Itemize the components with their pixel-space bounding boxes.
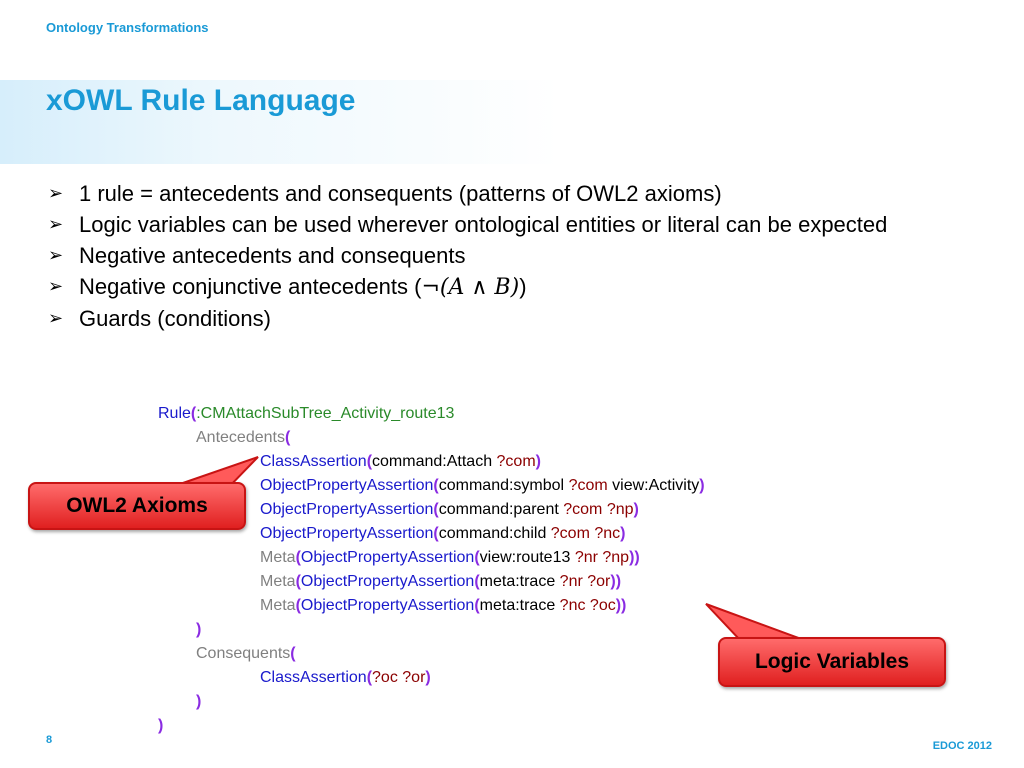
code-paren: ( (433, 477, 439, 494)
code-paren: ) (535, 453, 541, 470)
code-line-rule: Rule(:CMAttachSubTree_Activity_route13 (158, 402, 705, 426)
code-arg: meta:trace (479, 597, 560, 614)
code-line-close: ) (158, 618, 705, 642)
code-variable: ?nr ?or (559, 573, 611, 590)
code-line-axiom: ObjectPropertyAssertion(command:child ?c… (158, 522, 705, 546)
bullet-item: ➢ Logic variables can be used wherever o… (48, 209, 948, 240)
code-arg: view:Activity (607, 477, 700, 494)
title-band (0, 80, 560, 164)
code-keyword: Rule (158, 405, 191, 422)
callout-logic-variables: Logic Variables (718, 637, 946, 687)
code-paren: ( (366, 453, 373, 470)
header-section: Ontology Transformations (46, 20, 209, 35)
code-keyword: ClassAssertion (260, 453, 367, 470)
code-keyword: ObjectPropertyAssertion (300, 597, 475, 614)
bullet-text: Negative conjunctive antecedents ( (79, 274, 422, 299)
code-line-axiom: ObjectPropertyAssertion(command:symbol ?… (158, 474, 705, 498)
code-paren: ( (433, 501, 439, 518)
code-paren: ( (295, 573, 301, 590)
code-paren: ( (295, 549, 301, 566)
code-keyword: Meta (260, 549, 296, 566)
arrowhead-bullet-icon: ➢ (48, 214, 64, 234)
bullet-suffix: ) (519, 274, 527, 299)
code-paren: ) (196, 621, 202, 638)
code-paren: ) (196, 693, 202, 710)
code-paren: ( (366, 669, 373, 686)
code-keyword: Meta (260, 597, 296, 614)
code-variable: ?oc ?or (372, 669, 426, 686)
code-paren: )) (629, 549, 640, 566)
code-variable: ?com (496, 453, 536, 470)
code-line-axiom: ClassAssertion(?oc ?or) (158, 666, 705, 690)
code-arg: meta:trace (479, 573, 560, 590)
code-paren: ( (290, 645, 296, 662)
code-variable: ?nr ?np (574, 549, 630, 566)
rule-code-block: Rule(:CMAttachSubTree_Activity_route13 A… (158, 402, 705, 738)
code-arg: command:symbol (438, 477, 569, 494)
code-keyword: ObjectPropertyAssertion (260, 525, 434, 542)
bullet-text: Logic variables can be used wherever ont… (79, 212, 888, 237)
code-paren: ( (284, 429, 291, 446)
code-paren: ( (474, 597, 480, 614)
code-arg: command:child (438, 525, 551, 542)
code-variable: ?com (568, 477, 608, 494)
code-line-meta: Meta(ObjectPropertyAssertion(meta:trace … (158, 594, 705, 618)
bullet-item: ➢ Negative conjunctive antecedents (¬(A … (48, 271, 948, 303)
bullet-text: Negative antecedents and consequents (79, 243, 466, 268)
code-keyword: ObjectPropertyAssertion (300, 573, 475, 590)
code-keyword: Consequents (196, 645, 291, 662)
code-keyword: ObjectPropertyAssertion (300, 549, 475, 566)
code-line-axiom: ObjectPropertyAssertion(command:parent ?… (158, 498, 705, 522)
code-paren: ( (474, 549, 480, 566)
code-arg: command:parent (438, 501, 564, 518)
code-line-close: ) (158, 690, 705, 714)
code-arg: view:route13 (479, 549, 575, 566)
arrowhead-bullet-icon: ➢ (48, 276, 64, 296)
arrowhead-bullet-icon: ➢ (48, 245, 64, 265)
code-variable: ?com ?np (563, 501, 634, 518)
code-paren: ) (633, 501, 639, 518)
code-paren: ) (425, 669, 431, 686)
code-paren: )) (610, 573, 622, 590)
code-paren: ( (295, 597, 301, 614)
code-line-consequents: Consequents( (158, 642, 705, 666)
code-line-close: ) (158, 714, 705, 738)
code-line-meta: Meta(ObjectPropertyAssertion(meta:trace … (158, 570, 705, 594)
bullet-text: 1 rule = antecedents and consequents (pa… (79, 181, 722, 206)
code-line-antecedents: Antecedents( (158, 426, 705, 450)
bullet-item: ➢ Guards (conditions) (48, 303, 948, 334)
footer-label: EDOC 2012 (932, 740, 992, 752)
code-variable: ?nc ?oc (559, 597, 616, 614)
arrowhead-bullet-icon: ➢ (48, 308, 64, 328)
code-keyword: Antecedents (196, 429, 285, 446)
bullet-list: ➢ 1 rule = antecedents and consequents (… (48, 178, 948, 334)
callout-owl2-axioms: OWL2 Axioms (28, 482, 246, 530)
code-line-meta: Meta(ObjectPropertyAssertion(view:route1… (158, 546, 705, 570)
code-keyword: Meta (260, 573, 296, 590)
code-paren: ( (474, 573, 480, 590)
arrowhead-bullet-icon: ➢ (48, 183, 64, 203)
bullet-text: Guards (conditions) (79, 306, 271, 331)
code-keyword: ObjectPropertyAssertion (260, 501, 434, 518)
bullet-item: ➢ Negative antecedents and consequents (48, 240, 948, 271)
page-number: 8 (46, 734, 53, 746)
code-variable: ?com ?nc (550, 525, 621, 542)
code-paren: ( (190, 405, 197, 422)
code-keyword: ClassAssertion (260, 669, 367, 686)
code-paren: ) (620, 525, 626, 542)
code-paren: )) (615, 597, 627, 614)
math-expression: ¬(A ∧ B) (421, 275, 520, 300)
code-arg: command:Attach (372, 453, 497, 470)
code-rule-name: :CMAttachSubTree_Activity_route13 (196, 405, 455, 422)
code-paren: ( (433, 525, 439, 542)
code-line-axiom: ClassAssertion(command:Attach ?com) (158, 450, 705, 474)
code-paren: ) (699, 477, 705, 494)
code-keyword: ObjectPropertyAssertion (260, 477, 434, 494)
code-paren: ) (158, 717, 164, 734)
page-title: xOWL Rule Language (46, 84, 356, 117)
bullet-item: ➢ 1 rule = antecedents and consequents (… (48, 178, 948, 209)
